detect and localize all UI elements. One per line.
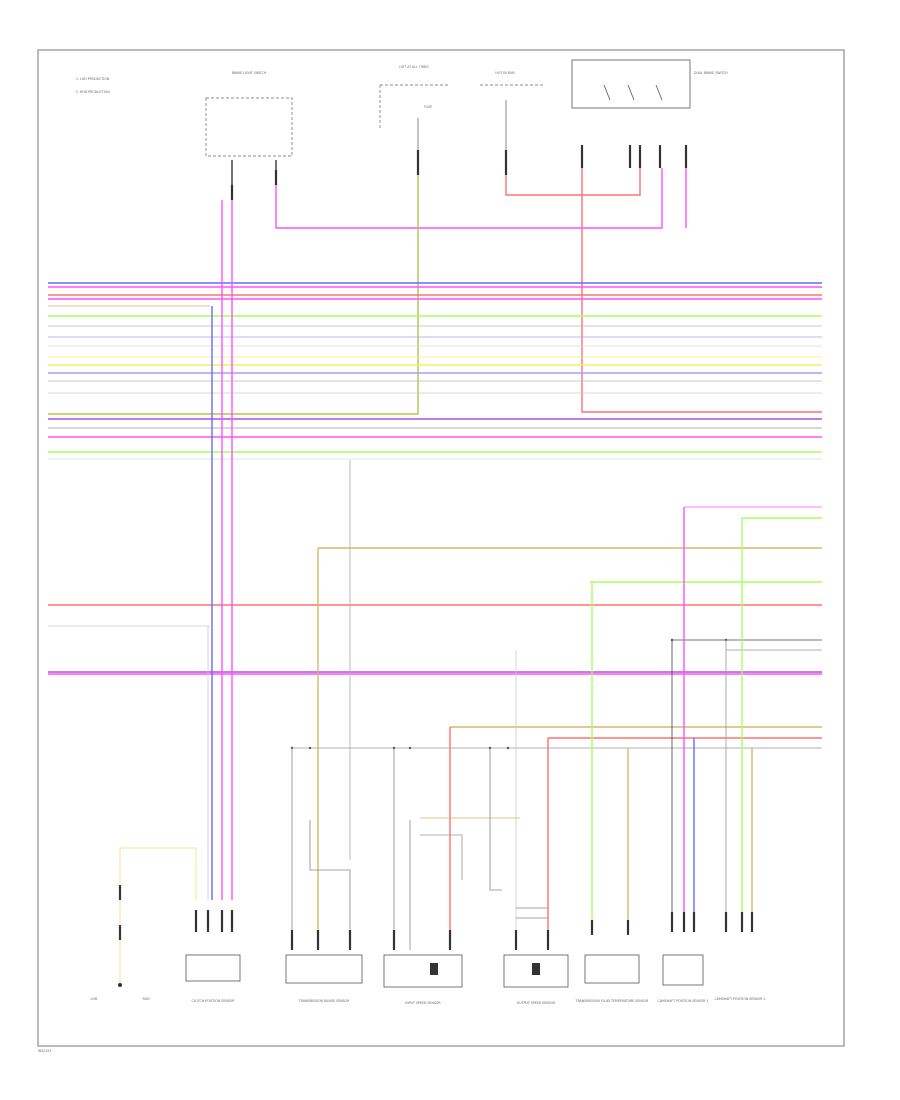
top-module-box (205, 97, 293, 157)
input-speed-sensor-box (383, 954, 463, 988)
legend-item-2: 2. RHD PRODUCTION (76, 90, 110, 94)
transmission-sensor-box (285, 954, 363, 984)
transmission-sensor-label: TRANSMISSION RANGE SENSOR (298, 999, 350, 1003)
top-wires (48, 168, 822, 415)
dual-brake-switch: DUAL BRAKE SWITCH (571, 59, 728, 109)
input-speed-sensor-icon (430, 963, 438, 975)
hot-in-run-block: HOT IN RUN (480, 71, 545, 175)
clutch-position-sensor: CLUTCH POSITION SENSOR (185, 954, 241, 1003)
top-connectors (230, 145, 688, 200)
fluid-temp-sensor-label: TRANSMISSION FLUID TEMPERATURE SENSOR (575, 999, 650, 1003)
fluid-temp-sensor-box (584, 954, 640, 984)
switch-label-right: RHD (142, 997, 150, 1001)
diagram-code: W52153 (38, 1049, 51, 1053)
wire-red-top (505, 168, 641, 196)
diagram-frame (37, 49, 845, 1047)
output-speed-sensor-label: OUTPUT SPEED SENSOR (517, 1001, 556, 1005)
input-speed-sensor: INPUT SPEED SENSOR (383, 954, 463, 1005)
lower-bus (48, 506, 822, 749)
fluid-temp-sensor: TRANSMISSION FLUID TEMPERATURE SENSOR (575, 954, 650, 1003)
camshaft-sensor-1: CAMSHAFT POSITION SENSOR 1 (658, 954, 709, 1003)
camshaft-sensor-2-label: CAMSHAFT POSITION SENSOR 2 (715, 997, 766, 1001)
hot-in-run-label: HOT IN RUN (495, 71, 515, 75)
legend-item-1: 1. LHD PRODUCTION (76, 77, 110, 81)
output-speed-sensor-box (503, 954, 569, 988)
vertical-wires (119, 200, 753, 985)
output-speed-sensor-icon (532, 963, 540, 975)
bottom-connectors (118, 885, 754, 950)
camshaft-sensor-1-box (662, 954, 704, 986)
switch-label-left: LHD (91, 997, 98, 1001)
wire-pink-top (275, 168, 663, 229)
top-module: BRAKE LIGHT SWITCH (205, 71, 293, 185)
camshaft-sensor-2: CAMSHAFT POSITION SENSOR 2 (715, 997, 766, 1001)
dual-brake-switch-box (571, 59, 691, 109)
wire-olive-drop (48, 175, 419, 415)
legend: 1. LHD PRODUCTION 2. RHD PRODUCTION (76, 77, 110, 94)
bus-bundle (48, 282, 822, 460)
top-module-label: BRAKE LIGHT SWITCH (232, 71, 267, 75)
transmission-range-sensor: TRANSMISSION RANGE SENSOR (285, 954, 363, 1003)
hot-at-all-times-block: HOT AT ALL TIMES FUSE (379, 65, 448, 175)
junction-dots (290, 638, 728, 750)
output-speed-sensor: OUTPUT SPEED SENSOR (503, 954, 569, 1005)
input-speed-sensor-label: INPUT SPEED SENSOR (405, 1001, 441, 1005)
switch-lhd-rhd: LHD RHD (91, 983, 150, 1001)
hot-at-all-times-label: HOT AT ALL TIMES (399, 65, 428, 69)
camshaft-sensor-1-label: CAMSHAFT POSITION SENSOR 1 (658, 999, 709, 1003)
clutch-sensor-label: CLUTCH POSITION SENSOR (192, 999, 236, 1003)
clutch-sensor-box (185, 954, 241, 982)
dual-brake-switch-label: DUAL BRAKE SWITCH (694, 71, 728, 75)
wire-red-right-drop (581, 168, 822, 413)
fuse-label: FUSE (424, 105, 432, 109)
